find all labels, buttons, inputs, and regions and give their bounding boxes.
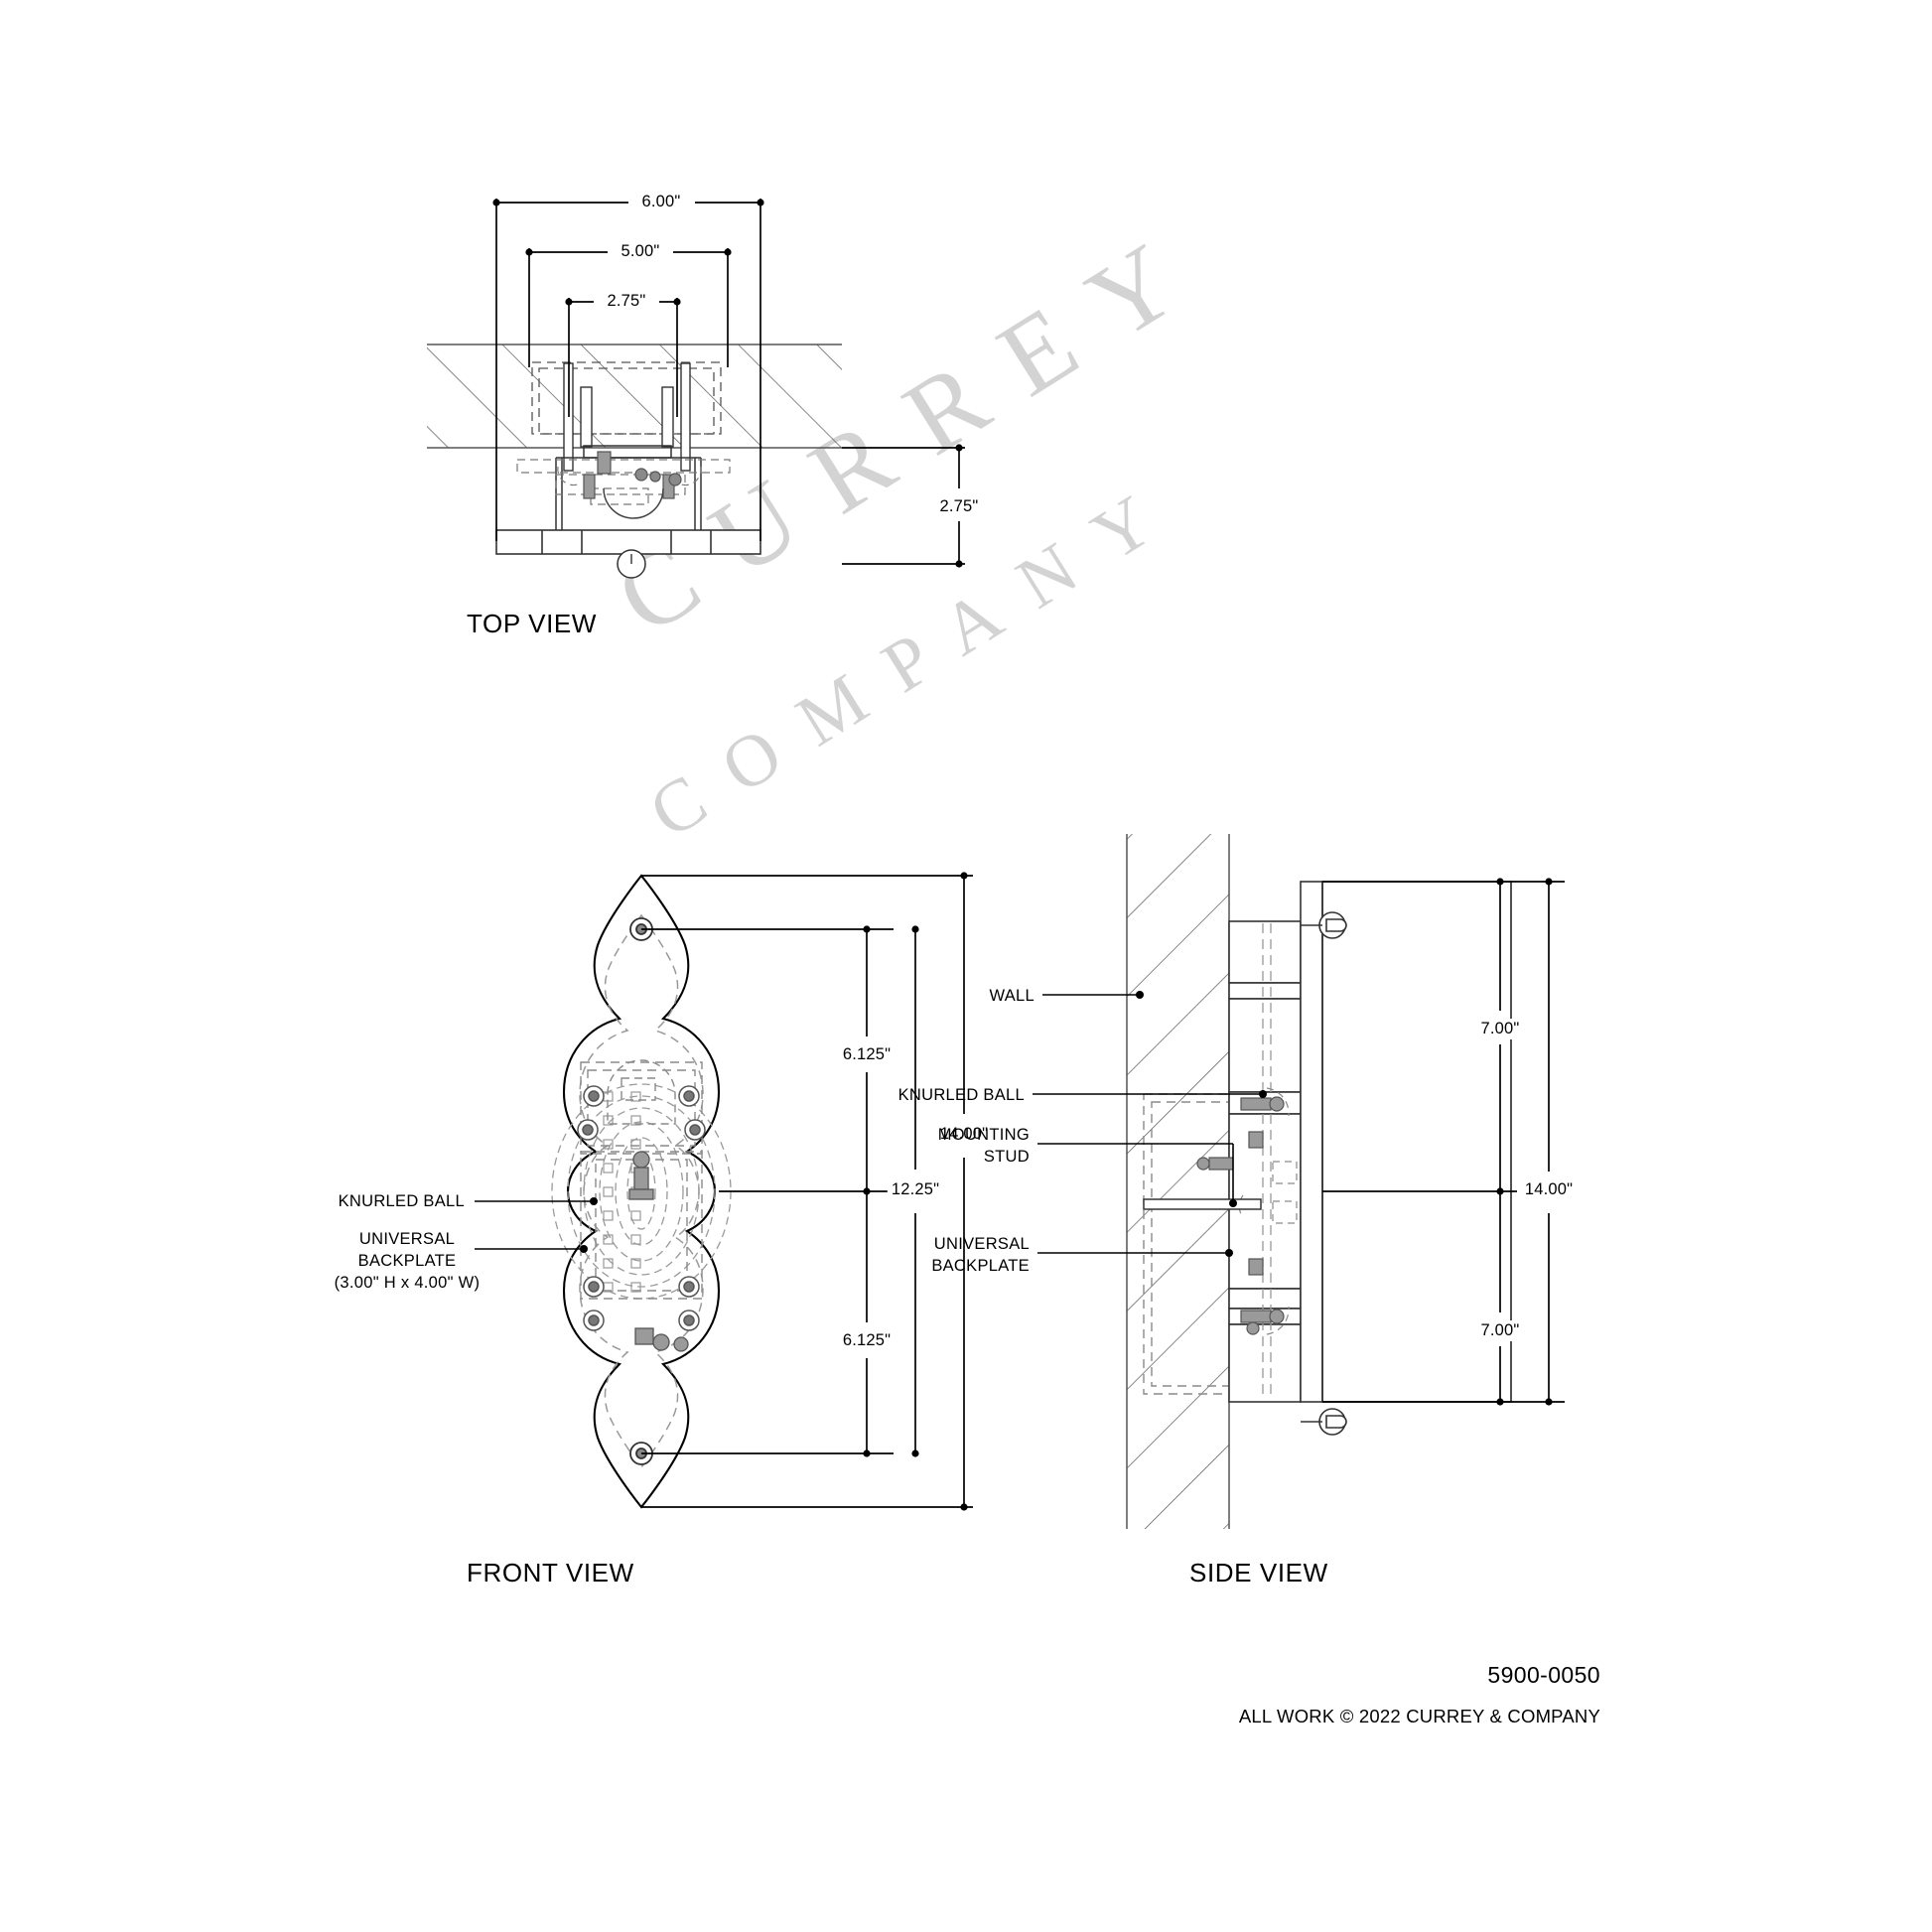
side-view-hardware (1196, 1096, 1285, 1335)
top-view-dimensions (492, 199, 965, 568)
top-view-dim-backplate-width: 5.00" (617, 241, 664, 262)
side-view-callout-mounting-stud-line2: STUD (983, 1148, 1030, 1166)
top-view-title: TOP VIEW (467, 609, 597, 638)
front-view-leaders (475, 1197, 598, 1253)
side-view-stem (1300, 881, 1323, 1403)
front-view-dimensions (641, 872, 973, 1511)
top-view-hidden-detail (516, 459, 731, 505)
front-view-geometry (551, 874, 732, 1509)
side-view-hidden-arcs (1238, 1087, 1298, 1335)
copyright-notice: ALL WORK © 2022 CURREY & COMPANY (1238, 1706, 1600, 1726)
top-view-hardware (583, 451, 682, 499)
front-view-dim-upper-half: 6.125" (838, 1044, 896, 1065)
front-view-title: FRONT VIEW (467, 1558, 634, 1587)
side-view-callout-knurled-ball: KNURLED BALL (897, 1086, 1025, 1104)
front-view-callout-backplate-line3: (3.00" H x 4.00" W) (334, 1274, 481, 1292)
side-view-dimensions (1322, 878, 1565, 1406)
front-view-dim-hole-span: 12.25" (887, 1179, 944, 1200)
front-view-dim-lower-half: 6.125" (838, 1330, 896, 1351)
side-view-geometry (1126, 834, 1512, 1529)
side-view-dim-lower-half: 7.00" (1476, 1320, 1524, 1341)
side-view-callout-mounting-stud-line1: MOUNTING (937, 1126, 1030, 1144)
side-view-leaders (1033, 991, 1267, 1257)
top-view-hidden-arcs (557, 466, 702, 486)
top-view-dim-overall-width: 6.00" (637, 192, 685, 212)
part-number: 5900-0050 (1487, 1662, 1600, 1688)
side-view-mounting-stud (1143, 1198, 1262, 1210)
side-view-title: SIDE VIEW (1189, 1558, 1328, 1587)
front-view-dim-overall-height: 14.00" (935, 1124, 993, 1145)
top-view-dim-projection: 2.75" (935, 496, 983, 517)
top-view-diffuser (603, 487, 664, 519)
front-view-callout-knurled-ball: KNURLED BALL (338, 1192, 465, 1210)
side-view-callout-backplate-line1: UNIVERSAL (933, 1235, 1030, 1253)
front-view-callout-backplate-line1: UNIVERSAL (358, 1230, 456, 1248)
side-view-wall (1126, 834, 1230, 1529)
top-view-geometry (427, 344, 842, 579)
side-view-dim-overall-height: 14.00" (1520, 1179, 1578, 1200)
front-view-center-hardware (628, 1151, 689, 1352)
front-view-socket (607, 1059, 676, 1125)
top-view-wall (427, 344, 842, 449)
side-view-callout-wall: WALL (989, 987, 1035, 1005)
side-view-callout-backplate-line2: BACKPLATE (931, 1257, 1030, 1275)
top-view-backplate (531, 361, 722, 435)
front-view-callout-backplate-line2: BACKPLATE (357, 1252, 457, 1270)
side-view-dim-upper-half: 7.00" (1476, 1019, 1524, 1039)
front-view-knurled-balls (577, 1085, 706, 1331)
side-view-knurled-balls (1318, 911, 1347, 1436)
top-view-dim-stud-spacing: 2.75" (603, 291, 650, 312)
